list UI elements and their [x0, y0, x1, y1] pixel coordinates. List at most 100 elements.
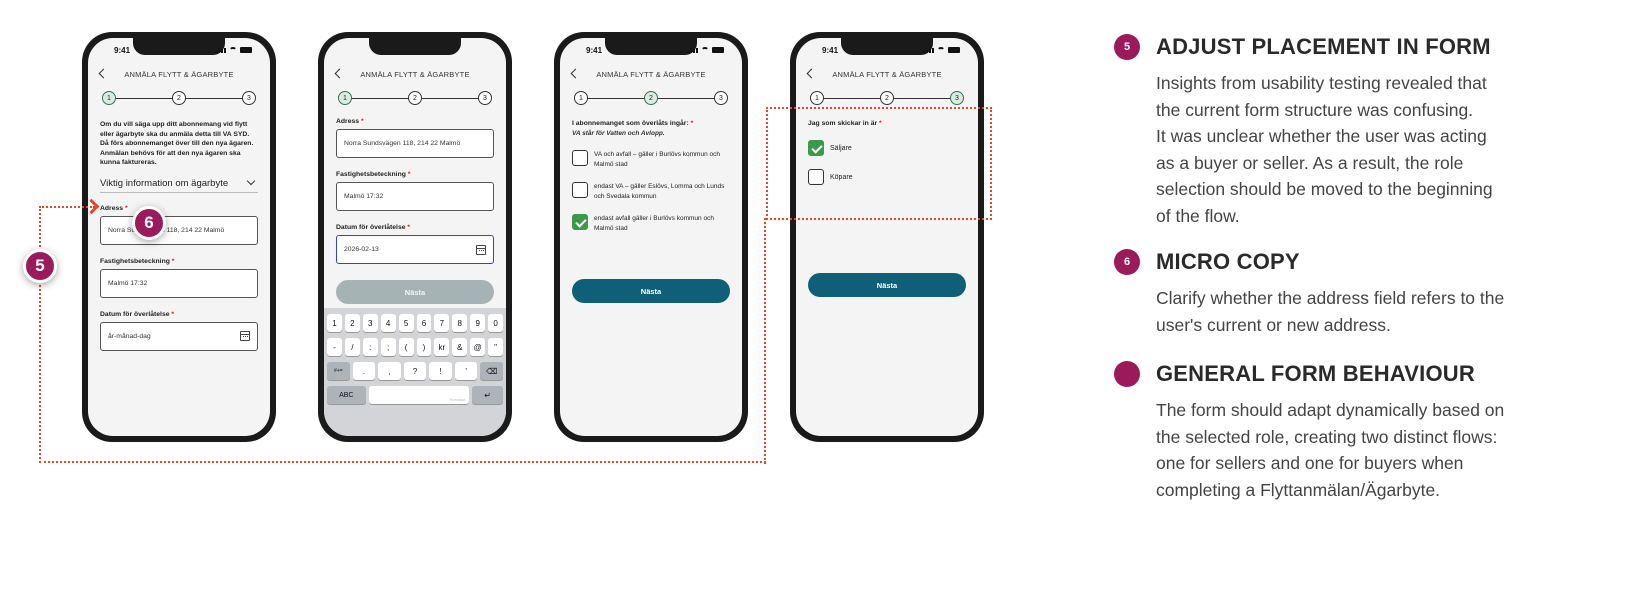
- step-2: 2: [172, 91, 186, 105]
- stepper: 1 2 3: [574, 91, 728, 105]
- stepper: 1 2 3: [338, 91, 492, 105]
- key-space[interactable]: Svenska: [368, 386, 470, 404]
- phone-screen-2: ANMÄLA FLYTT & ÄGARBYTE 1 2 3 Adress * N…: [318, 32, 512, 442]
- role-seller-label: Säljare: [830, 144, 852, 152]
- key-row2-4[interactable]: (: [398, 338, 414, 356]
- step-1: 1: [574, 91, 588, 105]
- key-row1-6[interactable]: 7: [434, 314, 450, 332]
- key-row3-4[interactable]: ': [454, 362, 478, 380]
- stepper: 1 2 3: [102, 91, 256, 105]
- note-title: GENERAL FORM BEHAVIOUR: [1156, 361, 1475, 386]
- next-button[interactable]: Nästa: [572, 279, 730, 303]
- checkbox-icon[interactable]: [572, 182, 588, 198]
- key-row3-3[interactable]: !: [429, 362, 452, 380]
- key-row1-1[interactable]: 2: [344, 314, 360, 332]
- note-body: Insights from usability testing revealed…: [1156, 73, 1493, 226]
- next-button[interactable]: Nästa: [808, 273, 966, 297]
- role-option-buyer[interactable]: Köpare: [808, 169, 966, 185]
- key-row2-0[interactable]: -: [326, 338, 342, 356]
- calendar-icon[interactable]: [240, 331, 250, 342]
- nav-title: ANMÄLA FLYTT & ÄGARBYTE: [832, 70, 942, 79]
- step-2: 2: [880, 91, 894, 105]
- key-row1-0[interactable]: 1: [326, 314, 342, 332]
- next-button-disabled[interactable]: Nästa: [336, 280, 494, 304]
- checkbox-icon[interactable]: [808, 169, 824, 185]
- intro-text: Om du vill säga upp ditt abonnemang vid …: [100, 121, 254, 167]
- role-option-seller[interactable]: Säljare: [808, 140, 966, 156]
- subscription-option-label: endast avfall gäller i Burlövs kommun oc…: [594, 215, 714, 232]
- subscription-question: I abonnemanget som överlåts ingår: *: [572, 120, 694, 127]
- key-row3-2[interactable]: ?: [403, 362, 427, 380]
- key-row1-9[interactable]: 0: [488, 314, 504, 332]
- form-content: Jag som skickar in är * Säljare Köpare N…: [808, 120, 966, 297]
- battery-icon: [948, 47, 960, 53]
- key-row2-2[interactable]: :: [362, 338, 378, 356]
- date-input[interactable]: 2026-02-13: [336, 235, 494, 264]
- backspace-icon[interactable]: ⌫: [480, 362, 504, 380]
- key-row1-7[interactable]: 8: [452, 314, 468, 332]
- key-row2-3[interactable]: ;: [380, 338, 396, 356]
- key-row2-6[interactable]: kr: [434, 338, 450, 356]
- step-1: 1: [810, 91, 824, 105]
- nav-bar: ANMÄLA FLYTT & ÄGARBYTE: [88, 68, 270, 84]
- key-row1-4[interactable]: 5: [398, 314, 414, 332]
- signal-icon: [923, 48, 934, 53]
- marker-5: 5: [23, 249, 57, 283]
- wifi-icon: [229, 47, 237, 53]
- note-number-badge: [1114, 361, 1140, 387]
- subscription-option[interactable]: endast VA – gäller Eslövs, Lomma och Lun…: [572, 182, 730, 201]
- key-row1-8[interactable]: 9: [470, 314, 486, 332]
- key-row2-7[interactable]: &: [452, 338, 468, 356]
- key-more-symbols[interactable]: #+=: [326, 362, 350, 380]
- key-row1-2[interactable]: 3: [362, 314, 378, 332]
- calendar-icon[interactable]: [476, 244, 486, 255]
- nav-title: ANMÄLA FLYTT & ÄGARBYTE: [124, 70, 234, 79]
- step-1: 1: [102, 91, 116, 105]
- date-label: Datum för överlåtelse *: [100, 310, 175, 318]
- property-input[interactable]: Malmö 17:32: [336, 182, 494, 211]
- note-title: ADJUST PLACEMENT IN FORM: [1156, 34, 1491, 59]
- connector-right-vertical: [764, 218, 766, 464]
- key-row2-8[interactable]: @: [470, 338, 486, 356]
- key-row2-5[interactable]: ): [416, 338, 432, 356]
- notch: [841, 38, 933, 55]
- subscription-option[interactable]: endast avfall gäller i Burlövs kommun oc…: [572, 214, 730, 233]
- wifi-icon: [701, 47, 709, 53]
- status-icons: [923, 47, 960, 53]
- subscription-option[interactable]: VA och avfall – gäller i Burlövs kommun …: [572, 150, 730, 169]
- address-input[interactable]: Norra Sundsvägen 118, 214 22 Malmö: [100, 215, 258, 245]
- checkbox-checked-icon[interactable]: [572, 214, 588, 230]
- form-content: I abonnemanget som överlåts ingår: * VA …: [572, 120, 730, 303]
- signal-icon: [215, 48, 226, 53]
- status-time: 9:41: [822, 46, 839, 55]
- checkbox-checked-icon[interactable]: [808, 140, 824, 156]
- step-3: 3: [714, 91, 728, 105]
- key-row3-0[interactable]: .: [352, 362, 376, 380]
- key-row3-1[interactable]: ,: [378, 362, 401, 380]
- key-row2-1[interactable]: /: [344, 338, 360, 356]
- address-input[interactable]: Norra Sundsvägen 118, 214 22 Malmö: [336, 129, 494, 158]
- note-body: Clarify whether the address field refers…: [1156, 288, 1505, 335]
- nav-bar: ANMÄLA FLYTT & ÄGARBYTE: [796, 68, 978, 84]
- address-label: Adress *: [336, 118, 364, 125]
- step-2: 2: [644, 91, 658, 105]
- note-micro-copy: 6 MICRO COPY Clarify whether the address…: [1114, 249, 1626, 338]
- return-icon[interactable]: ↵: [472, 386, 504, 404]
- nav-bar: ANMÄLA FLYTT & ÄGARBYTE: [560, 68, 742, 84]
- connector-left-vertical: [39, 206, 41, 463]
- screen-1: 9:41 ANMÄLA FLYTT & ÄGARBYTE 1 2 3 Om du…: [88, 38, 270, 436]
- phone-screen-1: 9:41 ANMÄLA FLYTT & ÄGARBYTE 1 2 3 Om du…: [82, 32, 276, 442]
- key-row1-3[interactable]: 4: [380, 314, 396, 332]
- key-row1-5[interactable]: 6: [416, 314, 432, 332]
- property-input[interactable]: Malmö 17:32: [100, 268, 258, 298]
- step-2: 2: [408, 91, 422, 105]
- date-input[interactable]: år-månad-dag: [100, 321, 258, 351]
- subscription-option-label: VA och avfall – gäller i Burlövs kommun …: [594, 151, 720, 168]
- note-number-badge: 5: [1114, 34, 1140, 60]
- wifi-icon: [937, 47, 945, 53]
- checkbox-icon[interactable]: [572, 150, 588, 166]
- accordion-owner-info[interactable]: Viktig information om ägarbyte: [100, 177, 258, 193]
- key-row2-9[interactable]: ": [488, 338, 504, 356]
- key-abc[interactable]: ABC: [327, 386, 366, 404]
